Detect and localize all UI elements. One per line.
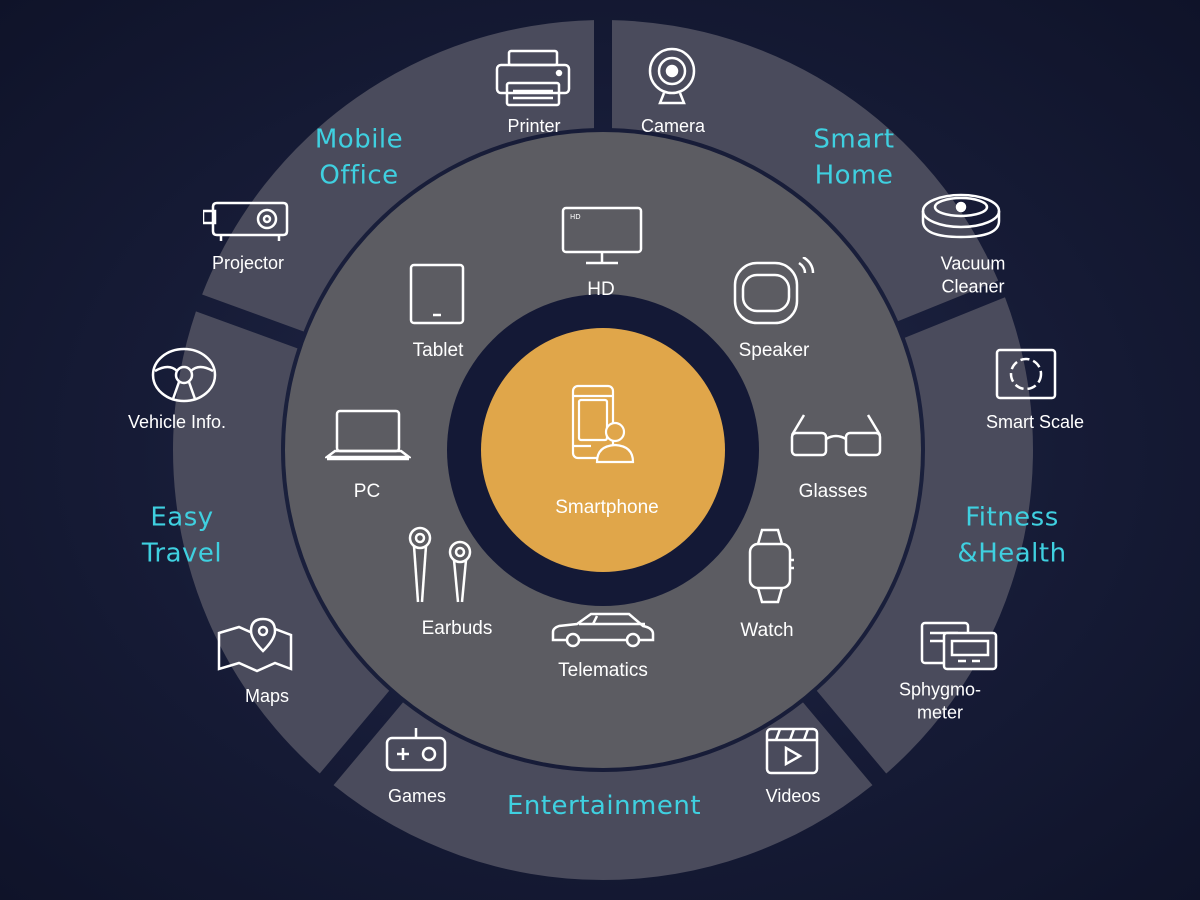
map-pin-icon xyxy=(217,617,293,675)
smartphone-user-icon xyxy=(563,382,643,466)
item-label-maps: Maps xyxy=(244,685,290,706)
device-label-tablet: Tablet xyxy=(412,340,464,362)
category-name-line2: Office xyxy=(319,161,399,191)
robot-vacuum-icon xyxy=(919,193,1003,239)
category-smart-home: Smart Home xyxy=(813,122,894,195)
video-player-icon xyxy=(764,726,820,776)
smart-speaker-icon xyxy=(727,257,817,327)
item-label-vacuum-cleaner: Vacuum Cleaner xyxy=(940,253,1006,297)
device-label-speaker: Speaker xyxy=(738,340,810,362)
category-name-line2: Home xyxy=(814,161,894,191)
projector-icon xyxy=(203,197,291,243)
device-label-pc: PC xyxy=(353,481,381,503)
earbuds-icon xyxy=(400,522,480,606)
svg-text:HD: HD xyxy=(570,213,581,221)
monitor-icon: HD xyxy=(560,205,644,267)
segment-smart-home xyxy=(611,20,999,322)
webcam-icon xyxy=(642,47,702,107)
category-name-line2: Travel xyxy=(141,539,223,569)
laptop-icon xyxy=(325,407,411,465)
glasses-icon xyxy=(788,411,884,461)
category-name-line1: Smart xyxy=(813,124,895,155)
device-label-earbuds: Earbuds xyxy=(421,618,493,640)
gamepad-icon xyxy=(383,726,449,774)
printer-icon xyxy=(493,49,573,107)
device-label-glasses: Glasses xyxy=(798,481,868,503)
item-label-smart-scale: Smart Scale xyxy=(985,411,1085,432)
item-label-printer: Printer xyxy=(507,115,561,136)
device-label-telematics: Telematics xyxy=(558,660,648,682)
category-fitness-health: Fitness &Health xyxy=(957,500,1066,573)
category-name-line1: Easy xyxy=(150,502,214,533)
category-name-line1: Mobile xyxy=(314,124,404,155)
center-label: Smartphone xyxy=(555,497,659,518)
steering-wheel-icon xyxy=(151,347,217,403)
car-icon xyxy=(549,610,657,650)
device-label-watch: Watch xyxy=(740,620,794,642)
segment-entertainment xyxy=(333,702,873,880)
watch-icon xyxy=(744,528,796,604)
item-label-sphygmometer: Sphygmo- meter xyxy=(898,679,982,723)
item-label-vehicle-info: Vehicle Info. xyxy=(127,411,227,432)
item-label-projector: Projector xyxy=(211,252,285,273)
segment-mobile-office xyxy=(202,20,595,332)
category-name-line1: Fitness xyxy=(965,502,1059,533)
category-name-line2: &Health xyxy=(957,539,1067,569)
item-label-videos: Videos xyxy=(765,785,821,806)
tablet-icon xyxy=(407,263,467,325)
category-name-line1: Entertainment xyxy=(506,790,702,821)
item-label-games: Games xyxy=(387,785,447,806)
item-label-camera: Camera xyxy=(640,115,706,136)
category-easy-travel: Easy Travel xyxy=(142,500,222,573)
device-label-hd: HD xyxy=(587,279,615,301)
blood-pressure-monitor-icon xyxy=(920,619,1000,673)
category-mobile-office: Mobile Office xyxy=(315,122,403,195)
smart-scale-icon xyxy=(995,348,1057,400)
category-entertainment: Entertainment xyxy=(507,788,701,824)
segment-easy-travel xyxy=(173,311,390,774)
